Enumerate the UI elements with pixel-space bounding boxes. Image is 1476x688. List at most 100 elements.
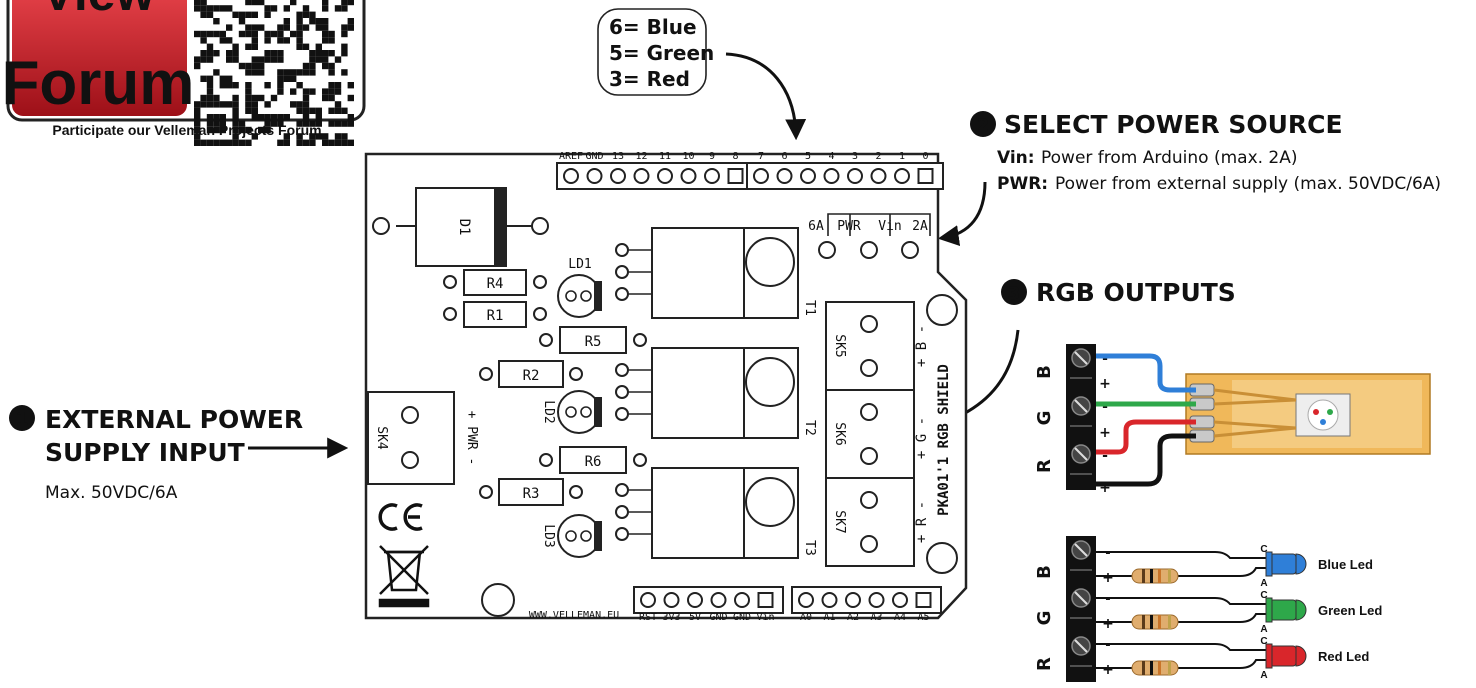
step2-block: 2 SELECT POWER SOURCE Vin: Power from Ar… <box>970 110 1441 194</box>
header-bottom-left: RST 3V3 5V GND GND Vin <box>633 586 784 623</box>
svg-text:T2: T2 <box>802 420 817 436</box>
diode-d1: D1 <box>372 187 549 267</box>
qr-code-icon <box>194 0 354 146</box>
website-label: WWW.VELLEMAN.EU <box>529 610 619 621</box>
svg-text:R4: R4 <box>487 276 504 292</box>
ce-mark-icon <box>378 503 423 531</box>
pin-legend-red: 3= Red <box>609 67 690 91</box>
svg-text:GND: GND <box>585 151 603 162</box>
led-name-1: Green Led <box>1318 603 1382 618</box>
svg-text:A0: A0 <box>800 612 812 623</box>
svg-text:Vin: Vin <box>756 612 774 623</box>
svg-text:+: + <box>1099 376 1111 392</box>
svg-text:AREF: AREF <box>559 151 583 162</box>
svg-text:GND: GND <box>709 612 727 623</box>
svg-text:C: C <box>1260 544 1267 555</box>
sk4-polarity: + PWR - <box>464 411 479 466</box>
svg-text:12: 12 <box>635 151 647 162</box>
step1-title-line2: SUPPLY INPUT <box>45 438 245 467</box>
svg-text:RST: RST <box>639 612 657 623</box>
led-ld3: LD3 <box>541 514 602 558</box>
mount-hole <box>481 583 515 617</box>
resistor-r2: R2 <box>479 360 583 388</box>
svg-text:-: - <box>1102 399 1108 415</box>
svg-text:-: - <box>1105 638 1110 653</box>
svg-text:8: 8 <box>732 151 738 162</box>
svg-text:SK6: SK6 <box>832 422 847 445</box>
svg-text:Vin: Vin <box>878 219 901 234</box>
svg-text:5V: 5V <box>689 612 701 623</box>
svg-text:A4: A4 <box>894 612 906 623</box>
svg-text:+: + <box>1099 425 1111 441</box>
svg-text:A2: A2 <box>847 612 859 623</box>
svg-text:10: 10 <box>682 151 694 162</box>
svg-text:R5: R5 <box>585 334 602 350</box>
svg-text:D1: D1 <box>456 219 472 236</box>
pwr-key: PWR: <box>997 174 1048 194</box>
weee-bin-icon <box>378 545 430 608</box>
svg-text:C: C <box>1260 636 1267 647</box>
forum-logo-line1: View <box>41 0 154 21</box>
resistor-r5: R5 <box>539 326 647 354</box>
svg-text:R3: R3 <box>523 486 540 502</box>
mount-hole <box>926 542 958 574</box>
terminal-sk5: SK5 <box>825 301 915 391</box>
resistor-r1: R1 <box>443 301 547 328</box>
svg-text:LD1: LD1 <box>568 257 591 272</box>
transistor-t2: T2 <box>615 347 817 439</box>
vin-key: Vin: <box>997 148 1035 168</box>
svg-text:A: A <box>1260 670 1267 681</box>
board-name: PKA01'1 RGB SHIELD <box>936 364 952 516</box>
svg-text:3: 3 <box>852 151 858 162</box>
svg-text:T3: T3 <box>802 540 817 556</box>
svg-text:+: + <box>1099 480 1111 496</box>
svg-text:3V3: 3V3 <box>662 612 680 623</box>
resistor-r3: R3 <box>479 478 583 506</box>
step3-title: RGB OUTPUTS <box>1036 278 1236 307</box>
sk6-polarity: + G - <box>914 417 930 459</box>
svg-text:1: 1 <box>16 409 29 430</box>
sk7-polarity: + R - <box>914 501 930 543</box>
forum-caption: Participate our Velleman Projects Forum <box>52 122 321 138</box>
resistor-r6: R6 <box>539 446 647 474</box>
forum-badge[interactable]: View Forum <box>2 0 366 146</box>
svg-text:-: - <box>1102 448 1108 464</box>
sk5-polarity: + B - <box>914 325 930 367</box>
svg-text:0: 0 <box>922 151 928 162</box>
svg-text:SK4: SK4 <box>374 426 389 450</box>
svg-text:11: 11 <box>659 151 671 162</box>
terminal-sk6: SK6 <box>825 389 915 479</box>
transistor-t1: T1 <box>615 227 817 319</box>
svg-text:13: 13 <box>612 151 624 162</box>
svg-text:R1: R1 <box>487 308 504 324</box>
arrow-to-pins <box>725 52 807 141</box>
svg-text:GND: GND <box>733 612 751 623</box>
terminal-sk7: SK7 <box>825 477 915 567</box>
svg-text:+: + <box>1102 570 1114 586</box>
arrow-to-jumper <box>937 181 987 247</box>
svg-text:2A: 2A <box>912 219 928 234</box>
svg-text:R2: R2 <box>523 368 540 384</box>
svg-text:R6: R6 <box>585 454 602 470</box>
svg-text:-: - <box>1105 546 1110 561</box>
svg-text:4: 4 <box>828 151 834 162</box>
svg-text:B: B <box>1034 565 1055 579</box>
svg-text:A3: A3 <box>870 612 882 623</box>
power-jumper: 6A PWR Vin 2A <box>808 213 931 259</box>
svg-text:LD2: LD2 <box>541 400 556 423</box>
pin-legend-blue: 6= Blue <box>609 15 697 39</box>
svg-text:A5: A5 <box>917 612 929 623</box>
pin-legend-green: 5= Green <box>609 41 714 65</box>
svg-text:2: 2 <box>977 115 990 136</box>
pwr-text: Power from external supply (max. 50VDC/6… <box>1055 174 1441 194</box>
step1-block: 1 EXTERNAL POWER SUPPLY INPUT Max. 50VDC… <box>9 405 303 503</box>
mount-hole <box>926 294 958 326</box>
forum-logo-line2: Forum <box>2 49 195 118</box>
svg-text:C: C <box>1260 590 1267 601</box>
forum-logo <box>12 0 187 116</box>
led-ld1: LD1 <box>557 257 602 318</box>
svg-text:2: 2 <box>875 151 881 162</box>
